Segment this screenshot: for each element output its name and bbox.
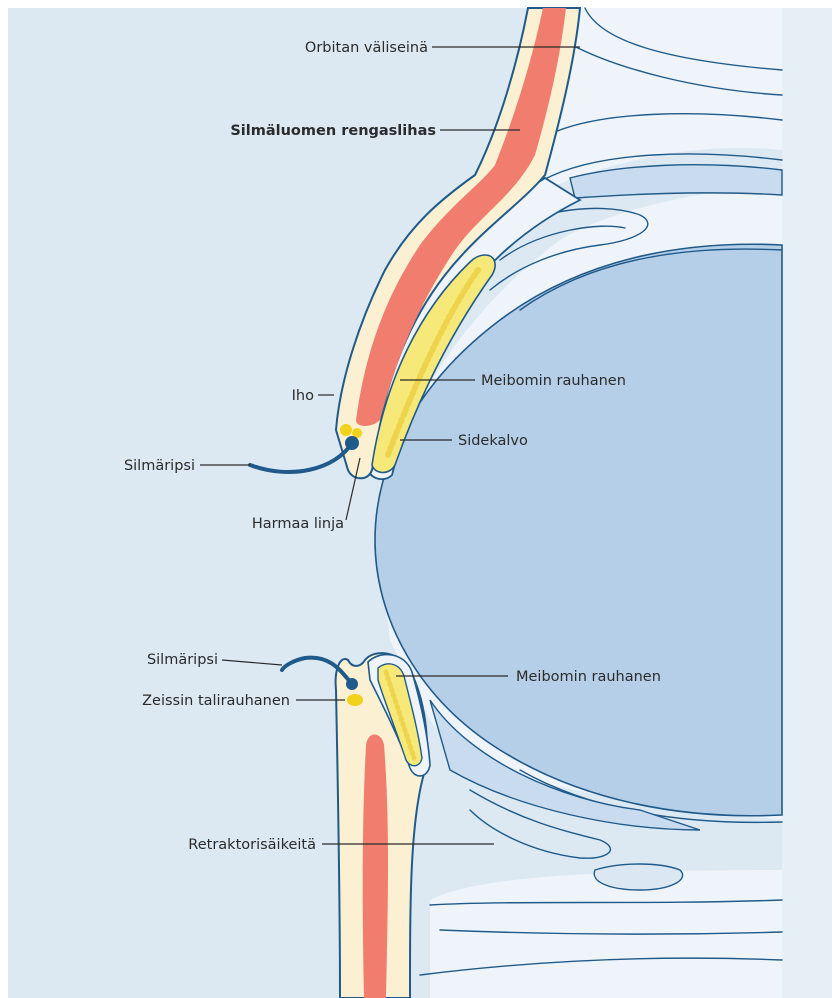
label-conjunctiva: Sidekalvo bbox=[458, 433, 528, 449]
label-meibomian-upper: Meibomin rauhanen bbox=[481, 373, 626, 389]
label-eyelash-upper: Silmäripsi bbox=[124, 458, 195, 474]
label-eyelash-lower: Silmäripsi bbox=[147, 652, 218, 668]
upper-zeis-gland-1 bbox=[340, 424, 352, 436]
label-retractor-fibres: Retraktorisäikeitä bbox=[188, 837, 316, 853]
retractor-pocket bbox=[594, 864, 682, 890]
label-orbital-septum: Orbitan väliseinä bbox=[305, 40, 428, 56]
label-skin: Iho bbox=[292, 388, 314, 404]
lower-zeis-gland bbox=[347, 694, 363, 706]
lower-orbicularis-muscle bbox=[363, 734, 388, 998]
label-zeis-gland: Zeissin talirauhanen bbox=[142, 693, 290, 709]
label-grey-line: Harmaa linja bbox=[252, 516, 344, 532]
label-meibomian-lower: Meibomin rauhanen bbox=[516, 669, 661, 685]
right-panel bbox=[782, 8, 832, 998]
label-orbicularis: Silmäluomen rengaslihas bbox=[230, 123, 436, 139]
